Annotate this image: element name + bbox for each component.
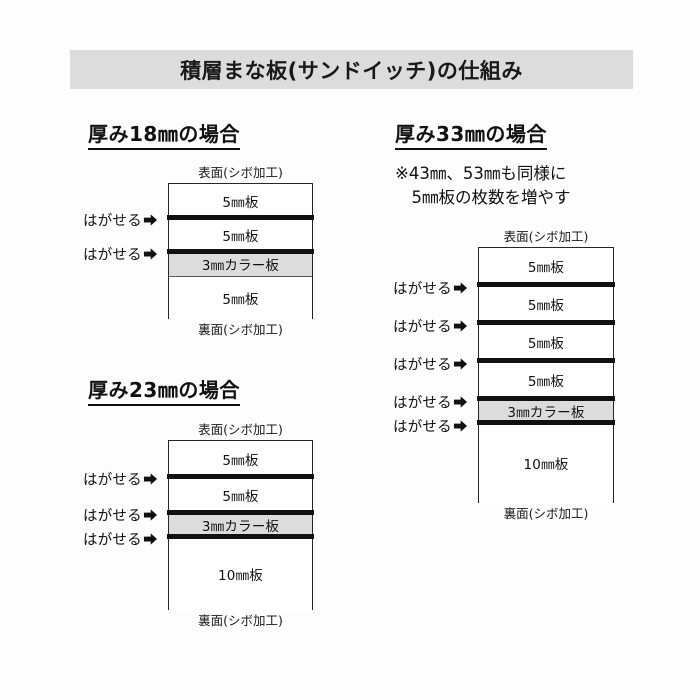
arrow-right-icon [143, 473, 157, 485]
layer-18-3: 5㎜板 [169, 275, 312, 320]
section-heading-18: 厚み18㎜の場合 [88, 118, 240, 150]
section-note-33: ※43㎜、53㎜も同様に 5㎜板の枚数を増やす [395, 164, 571, 207]
layer-label-23-3: 10㎜板 [218, 567, 263, 584]
stack-diagram-18: 表面(シボ加工) 5㎜板 5㎜板 3㎜カラー板 5㎜板 裏面(シボ加工) [167, 165, 314, 337]
layer-18-0: 5㎜板 [169, 183, 312, 218]
peel-label-23-2: はがせる [83, 508, 142, 525]
peel-label-33-5: はがせる [393, 419, 452, 436]
section-thickness-33: 厚み33㎜の場合 ※43㎜、53㎜も同様に 5㎜板の枚数を増やす [395, 118, 645, 210]
layer-label-33-2: 5㎜板 [527, 335, 565, 352]
layer-33-3: 5㎜板 [477, 358, 615, 399]
peel-marker-33-1: はがせる [393, 278, 468, 299]
arrow-right-icon [453, 420, 467, 432]
layer-23-1: 5㎜板 [167, 474, 314, 513]
layer-33-1: 5㎜板 [477, 282, 615, 323]
bottom-face-label-33: 裏面(シボ加工) [503, 505, 589, 521]
layer-23-3: 10㎜板 [167, 534, 314, 611]
layer-label-18-0: 5㎜板 [222, 194, 259, 211]
layer-label-33-1: 5㎜板 [527, 297, 565, 314]
layer-label-23-1: 5㎜板 [222, 488, 259, 505]
top-face-label-23: 表面(シボ加工) [198, 422, 283, 437]
layer-label-33-4: 3㎜カラー板 [507, 404, 585, 421]
section-heading-33: 厚み33㎜の場合 [395, 118, 547, 150]
peel-marker-23-3: はがせる [83, 529, 158, 550]
arrow-right-icon [453, 282, 467, 294]
peel-label-33-1: はがせる [393, 281, 452, 298]
peel-marker-33-2: はがせる [393, 316, 468, 337]
layer-label-23-0: 5㎜板 [222, 452, 259, 469]
layer-18-1: 5㎜板 [167, 215, 314, 252]
bottom-face-label-23: 裏面(シボ加工) [198, 612, 283, 628]
section-heading-23: 厚み23㎜の場合 [88, 374, 240, 406]
page-title-band: 積層まな板(サンドイッチ)の仕組み [70, 50, 633, 89]
layer-label-18-3: 5㎜板 [222, 292, 259, 309]
arrow-right-icon [143, 509, 157, 521]
arrow-right-icon [143, 214, 157, 226]
peel-marker-18-2: はがせる [83, 244, 158, 265]
stack-diagram-23: 表面(シボ加工) 5㎜板 5㎜板 3㎜カラー板 10㎜板 裏面(シボ加工) [167, 422, 314, 628]
peel-label-33-2: はがせる [393, 319, 452, 336]
section-thickness-23: 厚み23㎜の場合 [88, 374, 240, 406]
arrow-right-icon [453, 396, 467, 408]
layer-18-2: 3㎜カラー板 [167, 249, 314, 277]
arrow-right-icon [453, 358, 467, 370]
layer-label-33-5: 10㎜板 [523, 457, 569, 474]
peel-label-33-4: はがせる [393, 395, 452, 412]
layer-33-5: 10㎜板 [477, 420, 615, 504]
arrow-right-icon [143, 248, 157, 260]
page-title: 積層まな板(サンドイッチ)の仕組み [180, 58, 523, 83]
peel-label-18-1: はがせる [83, 213, 142, 230]
layer-stack-23: 5㎜板 5㎜板 3㎜カラー板 10㎜板 [167, 439, 314, 611]
peel-label-33-3: はがせる [393, 357, 452, 374]
layer-label-23-2: 3㎜カラー板 [201, 518, 280, 535]
peel-marker-33-5: はがせる [393, 416, 468, 437]
peel-label-23-3: はがせる [83, 532, 142, 549]
layer-label-18-2: 3㎜カラー板 [201, 258, 280, 275]
layer-stack-18: 5㎜板 5㎜板 3㎜カラー板 5㎜板 [167, 182, 314, 320]
arrow-right-icon [143, 533, 157, 545]
layer-33-4: 3㎜カラー板 [477, 396, 615, 423]
layer-33-2: 5㎜板 [477, 320, 615, 361]
layer-23-2: 3㎜カラー板 [167, 510, 314, 537]
peel-marker-23-1: はがせる [83, 469, 158, 490]
peel-marker-33-3: はがせる [393, 354, 468, 375]
peel-marker-23-2: はがせる [83, 505, 158, 526]
section-thickness-18: 厚み18㎜の場合 [88, 118, 240, 150]
arrow-right-icon [453, 320, 467, 332]
top-face-label-18: 表面(シボ加工) [198, 165, 283, 180]
peel-label-18-2: はがせる [83, 247, 142, 264]
top-face-label-33: 表面(シボ加工) [503, 229, 589, 244]
layer-label-18-1: 5㎜板 [222, 228, 259, 245]
stack-diagram-33: 表面(シボ加工) 5㎜板 5㎜板 5㎜板 5㎜板 3㎜カラー板 10㎜板 裏面(… [477, 229, 615, 521]
layer-stack-33: 5㎜板 5㎜板 5㎜板 5㎜板 3㎜カラー板 10㎜板 [477, 246, 615, 504]
bottom-face-label-18: 裏面(シボ加工) [198, 321, 283, 337]
peel-marker-33-4: はがせる [393, 392, 468, 413]
layer-label-33-0: 5㎜板 [527, 260, 565, 277]
layer-23-0: 5㎜板 [169, 440, 312, 477]
peel-label-23-1: はがせる [83, 472, 142, 489]
layer-label-33-3: 5㎜板 [527, 373, 565, 390]
layer-33-0: 5㎜板 [479, 247, 613, 285]
peel-marker-18-1: はがせる [83, 210, 158, 231]
